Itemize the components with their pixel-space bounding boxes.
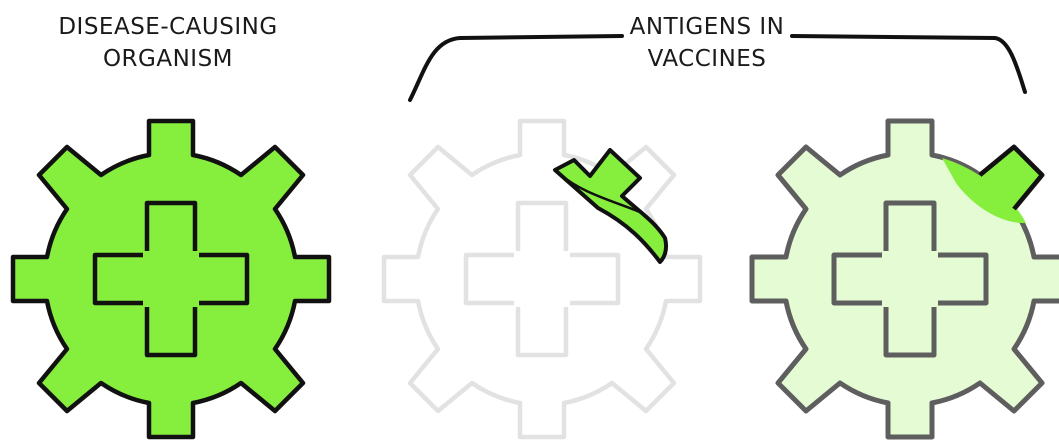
- inactivated-germ-icon: [752, 121, 1059, 437]
- organism-germ-icon: [13, 121, 329, 437]
- organism-label-line1: DISEASE-CAUSING: [58, 14, 277, 40]
- antigens-label-line2: VACCINES: [648, 46, 767, 72]
- faded-germ-icon: [384, 121, 700, 437]
- antigens-label-line1: ANTIGENS IN: [630, 14, 785, 40]
- organism-label-line2: ORGANISM: [103, 46, 233, 72]
